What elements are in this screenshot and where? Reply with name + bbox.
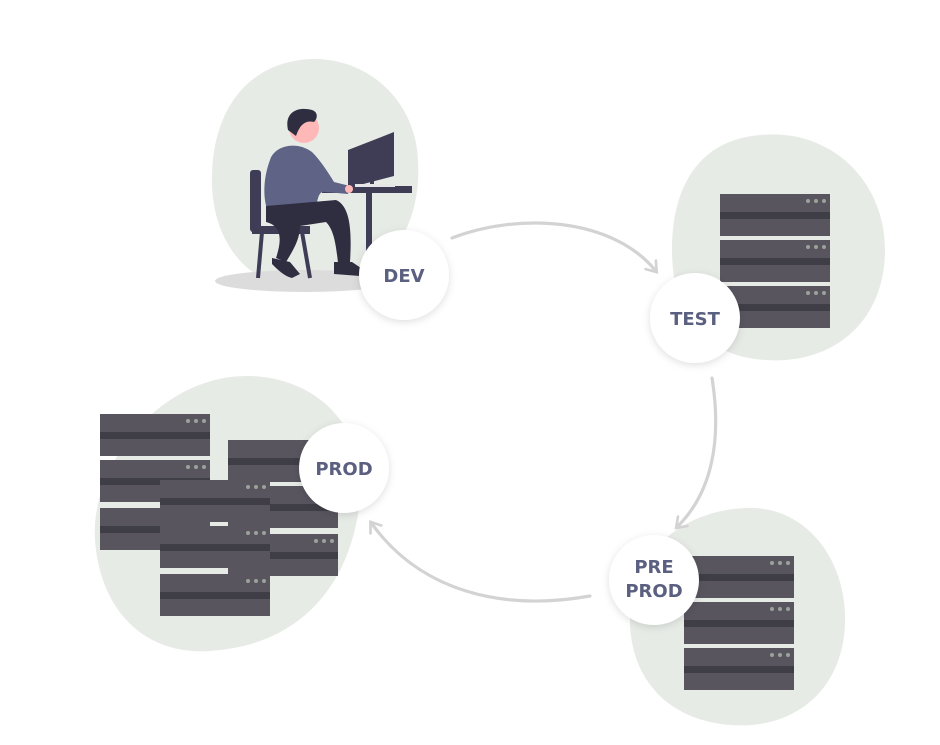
stage-node-dev: DEV [359,230,449,320]
preprod-server-rack-icon [684,556,794,690]
stage-node-test: TEST [650,273,740,363]
stage-node-prod: PROD [299,423,389,513]
stage-label-dev: DEV [383,266,424,287]
developer-at-desk-icon [215,108,412,292]
arrow-test-to-preprod [674,376,718,530]
stage-label-test: TEST [670,309,721,330]
stage-label-preprod-line2: PROD [625,581,682,602]
stage-node-preprod: PRE PROD [609,535,699,625]
arrow-preprod-to-prod [369,519,592,603]
stage-label-prod: PROD [315,459,372,480]
arrow-dev-to-test [450,221,659,274]
stage-label-preprod-line1: PRE [634,557,673,578]
